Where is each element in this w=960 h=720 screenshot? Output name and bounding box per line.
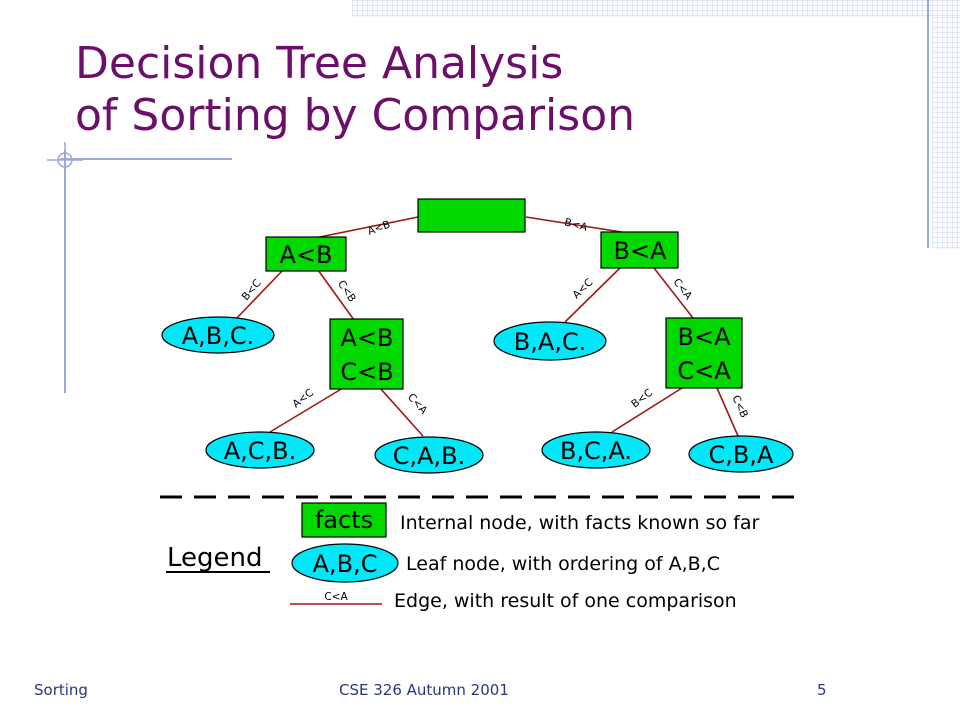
internal-node-b-lt-a-c-lt-a-line1: B<A <box>678 323 732 351</box>
edge-label-n4-cba: C<B <box>729 394 750 420</box>
leaf-node-cab <box>374 436 484 474</box>
legend-leaf-node-sample <box>291 543 399 583</box>
legend-internal-node-sample <box>301 502 387 538</box>
edge-label-n3-cab: C<A <box>405 391 430 417</box>
internal-node-b-lt-a-c-lt-a-line2: C<A <box>677 357 731 385</box>
leaf-node-bac-label: B,A,C. <box>514 328 587 356</box>
edge-n3-cab <box>379 387 424 437</box>
edge-n4-bca <box>611 387 683 433</box>
leaf-node-bca-label: B,C,A. <box>560 437 632 465</box>
internal-node-b-lt-a <box>600 231 679 269</box>
footer-center: CSE 326 Autumn 2001 <box>339 681 509 699</box>
legend-edge-desc: Edge, with result of one comparison <box>394 590 737 612</box>
edge-n2-bac <box>564 267 621 323</box>
edge-n3-acb <box>269 387 344 433</box>
internal-node-a-lt-b <box>265 236 347 272</box>
edge-label-n2-bac: A<C <box>570 276 595 301</box>
internal-node-a-lt-b-label: A<B <box>280 241 333 269</box>
leaf-node-cba-label: C,B,A <box>709 441 774 469</box>
grid-decoration-right <box>932 17 960 249</box>
legend-leaf-node-desc: Leaf node, with ordering of A,B,C <box>406 553 720 575</box>
leaf-node-cab-label: C,A,B. <box>393 442 466 470</box>
leaf-node-bca <box>541 431 651 469</box>
edge-label-root-n1: A<B <box>366 219 392 238</box>
decor-line-left <box>64 150 66 393</box>
leaf-node-cba <box>688 435 794 473</box>
legend-internal-node-desc: Internal node, with facts known so far <box>400 512 759 534</box>
leaf-node-acb <box>205 431 315 469</box>
internal-node-a-lt-b-c-lt-b <box>329 318 404 390</box>
edge-label-root-n2: B<A <box>563 216 589 234</box>
edge-label-n1-n3: C<B <box>335 278 358 304</box>
edge-n2-n4 <box>653 267 694 319</box>
page-number: 5 <box>817 681 827 699</box>
edge-n1-n3 <box>317 269 355 321</box>
leaf-node-acb-label: A,C,B. <box>224 437 297 465</box>
legend-edge-sample-label: C<A <box>324 591 348 603</box>
leaf-node-bac <box>493 321 607 361</box>
decor-crosshair <box>47 142 83 178</box>
root-node <box>417 198 526 233</box>
internal-node-a-lt-b-c-lt-b-line1: A<B <box>341 324 394 352</box>
leaf-node-abc <box>161 316 275 354</box>
edge-root-n1 <box>304 216 419 241</box>
legend-leaf-node-sample-label: A,B,C <box>313 550 378 578</box>
footer-left: Sorting <box>34 681 88 699</box>
internal-node-b-lt-a-label: B<A <box>614 237 668 265</box>
internal-node-b-lt-a-c-lt-a <box>665 317 743 389</box>
edge-label-n2-n4: C<A <box>670 276 694 302</box>
legend-title: Legend <box>167 543 263 573</box>
decor-line-right <box>927 0 929 248</box>
slide-title-line-1: Decision Tree Analysis <box>75 38 564 89</box>
edge-label-n1-abc: B<C <box>240 277 264 303</box>
edge-n1-abc <box>234 269 284 321</box>
edge-n4-cba <box>716 387 739 437</box>
decor-line-top <box>60 158 232 160</box>
leaf-node-abc-label: A,B,C. <box>182 322 255 350</box>
grid-decoration-top <box>352 0 960 17</box>
internal-node-a-lt-b-c-lt-b-line2: C<B <box>340 358 393 386</box>
slide-title-line-2: of Sorting by Comparison <box>75 90 636 141</box>
legend-internal-node-sample-label: facts <box>315 506 373 534</box>
slide-title: Decision Tree Analysis of Sorting by Com… <box>75 38 635 142</box>
